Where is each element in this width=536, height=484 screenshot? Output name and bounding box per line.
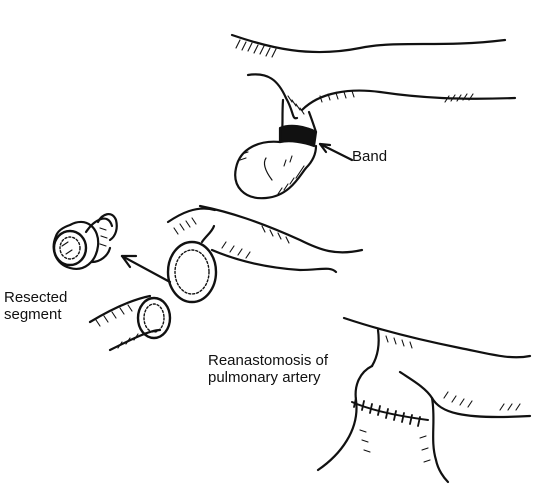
divided-artery-illustration xyxy=(90,206,362,350)
resected-segment-label-line2: segment xyxy=(4,306,67,323)
band-label: Band xyxy=(352,148,387,165)
resected-segment-label: Resected segment xyxy=(4,289,67,323)
banded-artery-illustration xyxy=(232,35,515,198)
resected-segment-label-line1: Resected xyxy=(4,289,67,306)
reanastomosis-label-line2: pulmonary artery xyxy=(208,369,328,386)
reanastomosed-artery-illustration xyxy=(318,318,530,482)
vessel-hatching xyxy=(236,40,473,194)
resected-segment-illustration xyxy=(54,214,117,269)
transfer-arrow-icon xyxy=(122,256,170,282)
suture-stitches xyxy=(354,398,420,426)
reanastomosis-label: Reanastomosis of pulmonary artery xyxy=(208,352,328,386)
reanastomosis-label-line1: Reanastomosis of xyxy=(208,352,328,369)
